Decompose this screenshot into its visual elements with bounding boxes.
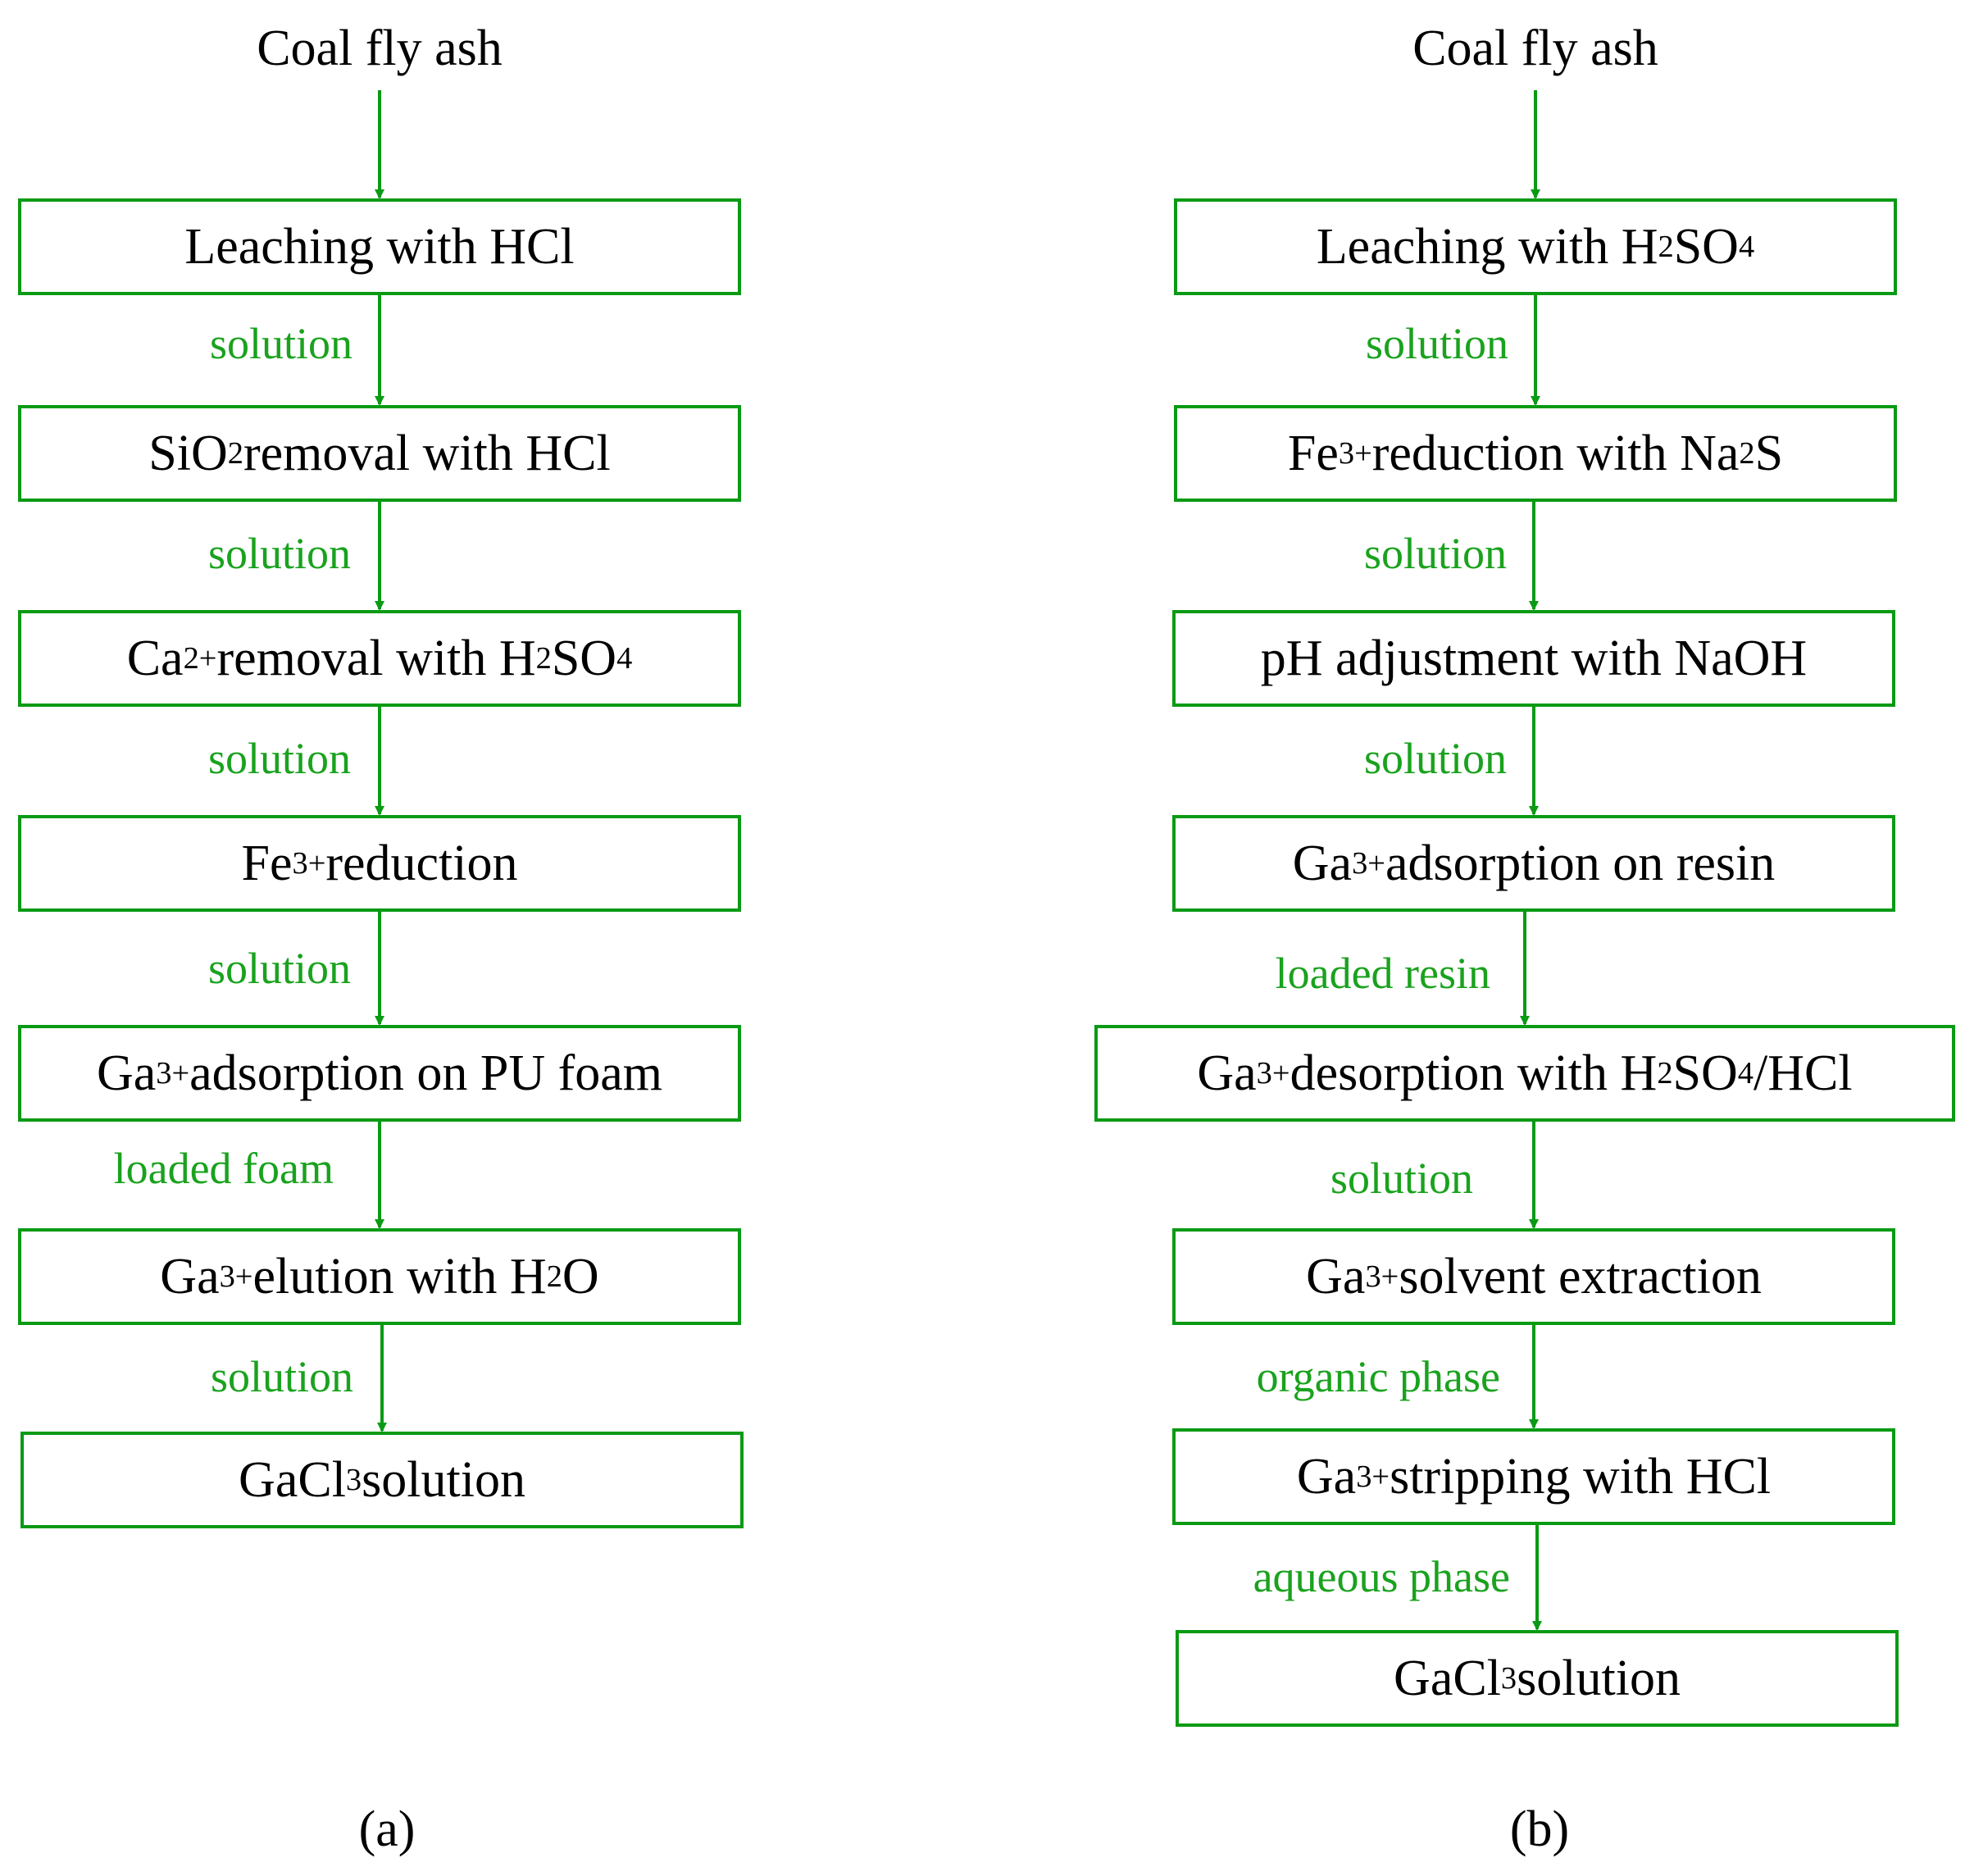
panel-b-edge-label-4: loaded resin bbox=[1275, 949, 1490, 998]
panel-b-source: Coal fly ash bbox=[1412, 20, 1658, 76]
panel-a-edge-label-6: solution bbox=[210, 1352, 353, 1401]
panel-b-step-3: pH adjustment with NaOH bbox=[1172, 610, 1895, 707]
panel-b-edge-label-1: solution bbox=[1365, 319, 1508, 368]
panel-a-edge-label-5: loaded foam bbox=[113, 1144, 334, 1193]
panel-b-edge-label-7: aqueous phase bbox=[1253, 1552, 1510, 1601]
panel-a-step-1: Leaching with HCl bbox=[18, 198, 741, 295]
panel-a-caption: (a) bbox=[358, 1801, 416, 1857]
panel-b-caption: (b) bbox=[1509, 1801, 1570, 1857]
panel-a-edge-label-2: solution bbox=[207, 529, 351, 578]
panel-b-edge-label-6: organic phase bbox=[1256, 1352, 1500, 1401]
panel-a-edge-label-4: solution bbox=[207, 944, 351, 993]
panel-b-edge-label-2: solution bbox=[1363, 529, 1507, 578]
panel-a-source: Coal fly ash bbox=[257, 20, 503, 76]
panel-b-edge-label-3: solution bbox=[1363, 734, 1507, 783]
panel-a-edge-label-3: solution bbox=[207, 734, 351, 783]
panel-a-edge-label-1: solution bbox=[209, 319, 353, 368]
panel-b-edge-label-5: solution bbox=[1330, 1154, 1473, 1203]
